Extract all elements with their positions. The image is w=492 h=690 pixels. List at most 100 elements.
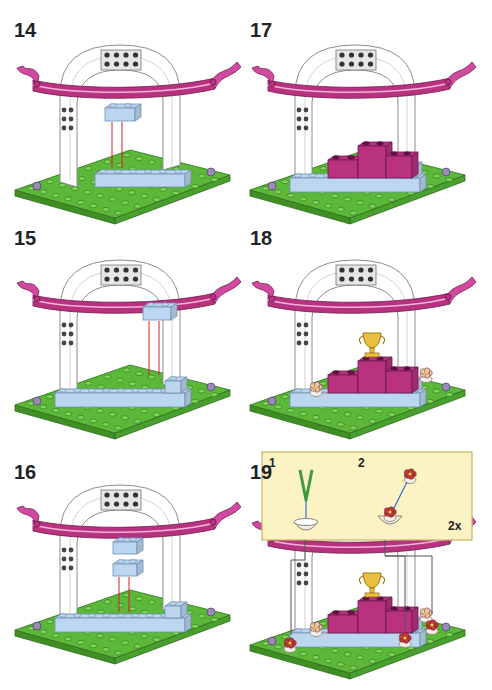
baseplate: [250, 150, 465, 218]
top-plate-stud: [133, 501, 138, 506]
assembly-arrow: [305, 500, 306, 520]
baseplate-stud: [77, 200, 84, 204]
banner-stripe: [268, 83, 450, 92]
side-stud: [297, 341, 302, 346]
brick-front: [386, 371, 412, 393]
top-plate-stud: [339, 267, 344, 272]
top-plate-stud: [104, 492, 109, 497]
brick-front: [165, 606, 181, 618]
baseplate-stud: [337, 207, 344, 211]
leader-line: [385, 556, 405, 630]
baseplate-stud: [77, 415, 84, 419]
brick: [386, 152, 418, 178]
brick-stud: [88, 614, 95, 618]
plant: [207, 168, 215, 176]
brick-side: [137, 538, 143, 554]
side-stud: [62, 548, 67, 553]
step-number: 16: [14, 462, 36, 482]
brick-stud: [333, 371, 340, 375]
brick-stud: [130, 170, 137, 174]
build-scene: [250, 260, 476, 439]
baseplate-stud: [90, 419, 97, 423]
flag-pole-top: [34, 81, 40, 87]
side-stud: [297, 572, 302, 577]
baseplate-stud: [344, 412, 351, 416]
brick-stud: [363, 142, 370, 146]
banner: [33, 293, 215, 313]
flower: [310, 382, 322, 397]
flower: [310, 622, 322, 637]
baseplate-stud: [446, 393, 453, 397]
side-stud: [297, 126, 302, 131]
baseplate-stud: [85, 381, 92, 385]
baseplate-stud: [141, 634, 148, 638]
baseplate-stud: [97, 634, 104, 638]
flower-center: [403, 636, 406, 639]
side-stud: [62, 557, 67, 562]
baseplate-stud: [160, 187, 167, 191]
brick-front: [328, 375, 358, 393]
top-plate-stud: [114, 501, 119, 506]
brick: [113, 538, 143, 554]
top-plate-stud: [104, 267, 109, 272]
baseplate-stud: [192, 624, 199, 628]
flag-pole-top: [269, 81, 275, 87]
brick-stud: [333, 156, 340, 160]
baseplate-stud: [77, 640, 84, 644]
baseplate-stud: [65, 412, 72, 416]
placement-arrow: [112, 122, 113, 168]
callout-box: 122x: [262, 452, 472, 540]
brick-stud: [103, 614, 110, 618]
brick-side: [412, 607, 418, 633]
banner-stripe: [33, 523, 215, 532]
flower-center: [314, 625, 317, 628]
top-plate-stud: [358, 52, 363, 57]
baseplate-stud: [198, 389, 205, 393]
top-plate-stud: [349, 52, 354, 57]
plant: [33, 622, 41, 630]
brick-stud: [60, 389, 67, 393]
brick-side: [185, 614, 191, 632]
brick-stud: [74, 614, 81, 618]
top-plate-stud: [339, 52, 344, 57]
top-plate-stud: [368, 267, 373, 272]
side-stud: [304, 117, 309, 122]
brick-stud: [88, 389, 95, 393]
top-plate-stud: [104, 52, 109, 57]
brick-side: [420, 389, 426, 407]
flag-pole-top: [34, 521, 40, 527]
banner-stripe: [268, 298, 450, 307]
baseplate-stud: [85, 606, 92, 610]
brick-stud: [295, 174, 302, 178]
baseplate-stud: [97, 409, 104, 413]
trophy-handles: [359, 576, 384, 584]
brick-side: [171, 303, 177, 320]
flag: [211, 502, 241, 528]
baseplate-stud: [344, 197, 351, 201]
baseplate-stud: [97, 385, 104, 389]
brick: [105, 104, 141, 121]
top-plate-stud: [123, 501, 128, 506]
arch-frame: [60, 485, 180, 627]
bowl-rim: [294, 519, 318, 526]
baseplate-stud: [198, 174, 205, 178]
baseplate-stud: [369, 419, 376, 423]
side-stud: [297, 332, 302, 337]
side-stud: [69, 117, 74, 122]
callout-number: 2x: [448, 520, 461, 532]
top-plate-stud: [123, 52, 128, 57]
brick-stud: [377, 142, 384, 146]
brick-stud: [333, 611, 340, 615]
side-stud: [69, 332, 74, 337]
side-stud: [297, 323, 302, 328]
brick-front: [290, 178, 420, 192]
baseplate-stud: [300, 197, 307, 201]
baseplate-stud: [116, 187, 123, 191]
flower: [384, 507, 396, 522]
placement-arrow: [122, 122, 123, 168]
brick-stud: [118, 560, 125, 564]
brick-stud: [175, 170, 182, 174]
baseplate-stud: [337, 422, 344, 426]
top-plate-stud: [114, 276, 119, 281]
banner-stripe: [33, 83, 215, 92]
